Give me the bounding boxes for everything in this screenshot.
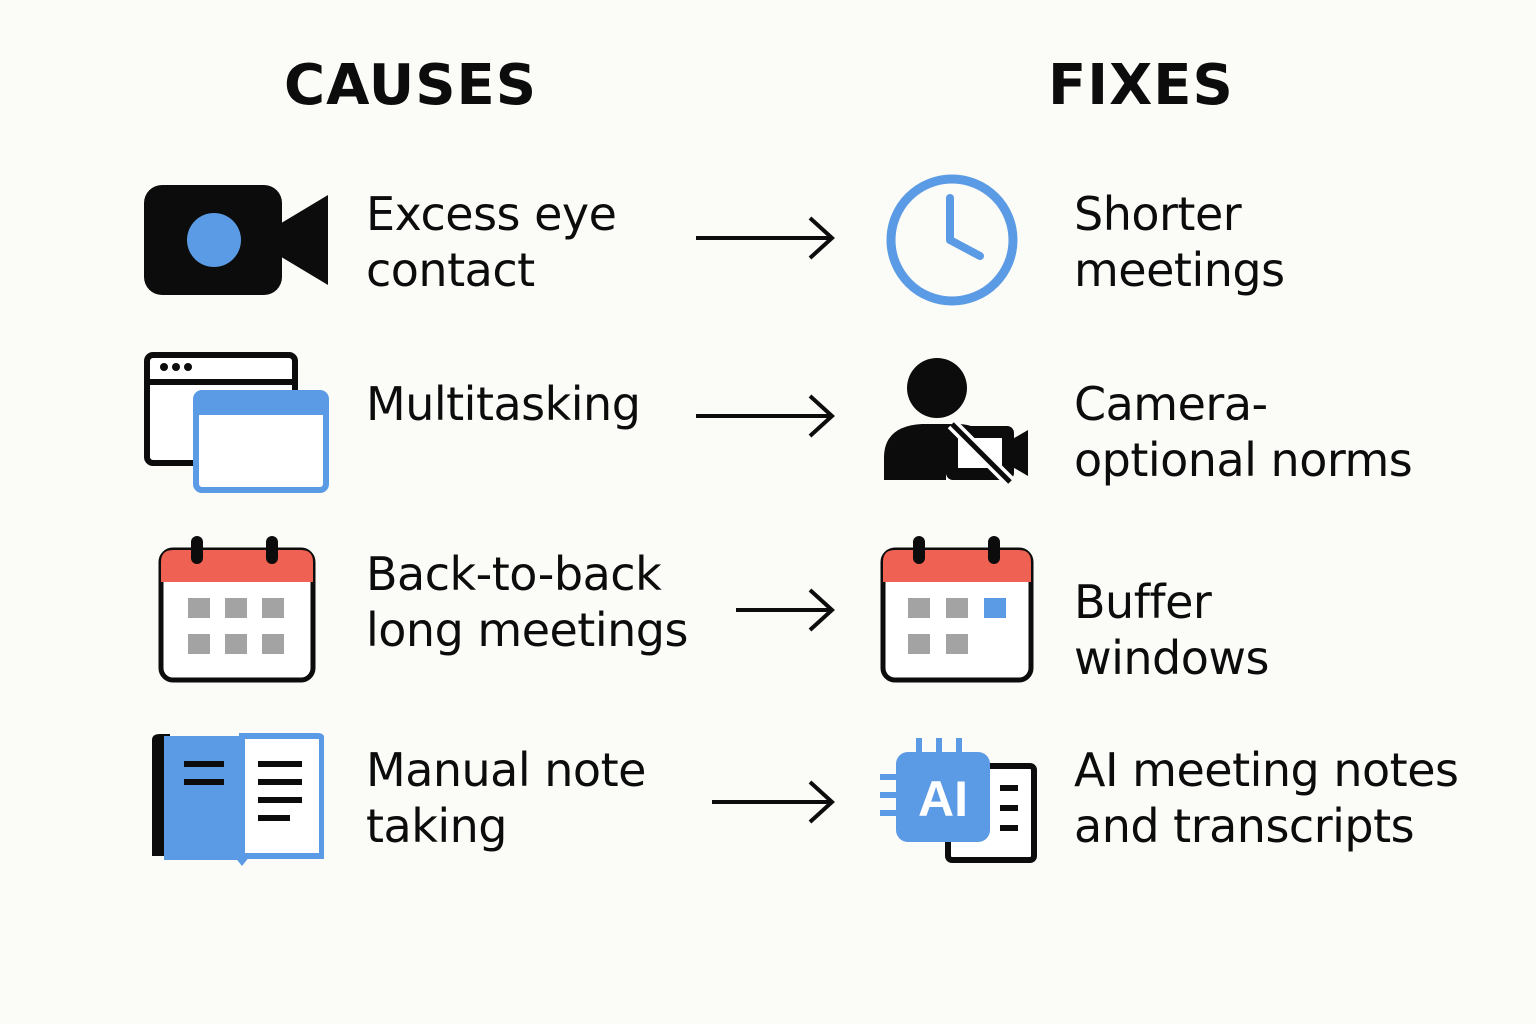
fix-label-ai-notes: AI meeting notes and transcripts [1074, 743, 1459, 853]
fix-label-buffer-windows: Buffer windows [1074, 575, 1270, 685]
arrow-icon [696, 208, 838, 268]
fix-label-shorter-meetings: Shorter meetings [1074, 187, 1285, 297]
cause-label-manual-notes: Manual note taking [366, 743, 646, 853]
notebook-icon [150, 732, 324, 866]
cause-label-multitasking: Multitasking [366, 377, 641, 431]
full-calendar-icon [158, 536, 316, 684]
person-camera-off-icon [882, 358, 1030, 484]
calendar-buffer-icon [880, 536, 1034, 684]
arrow-icon [736, 580, 838, 640]
svg-text:AI: AI [918, 771, 968, 827]
cause-label-back-to-back: Back-to-back long meetings [366, 547, 688, 657]
overlapping-windows-icon [144, 352, 330, 494]
cause-label-eye-contact: Excess eye contact [366, 187, 617, 297]
causes-heading: CAUSES [284, 53, 538, 118]
video-camera-icon [144, 185, 330, 297]
arrow-icon [712, 772, 838, 832]
arrow-icon [696, 386, 838, 446]
clock-icon [884, 172, 1020, 308]
fixes-heading: FIXES [1048, 53, 1234, 118]
fix-label-camera-optional: Camera- optional norms [1074, 377, 1413, 487]
ai-notes-icon: AI [878, 736, 1038, 864]
